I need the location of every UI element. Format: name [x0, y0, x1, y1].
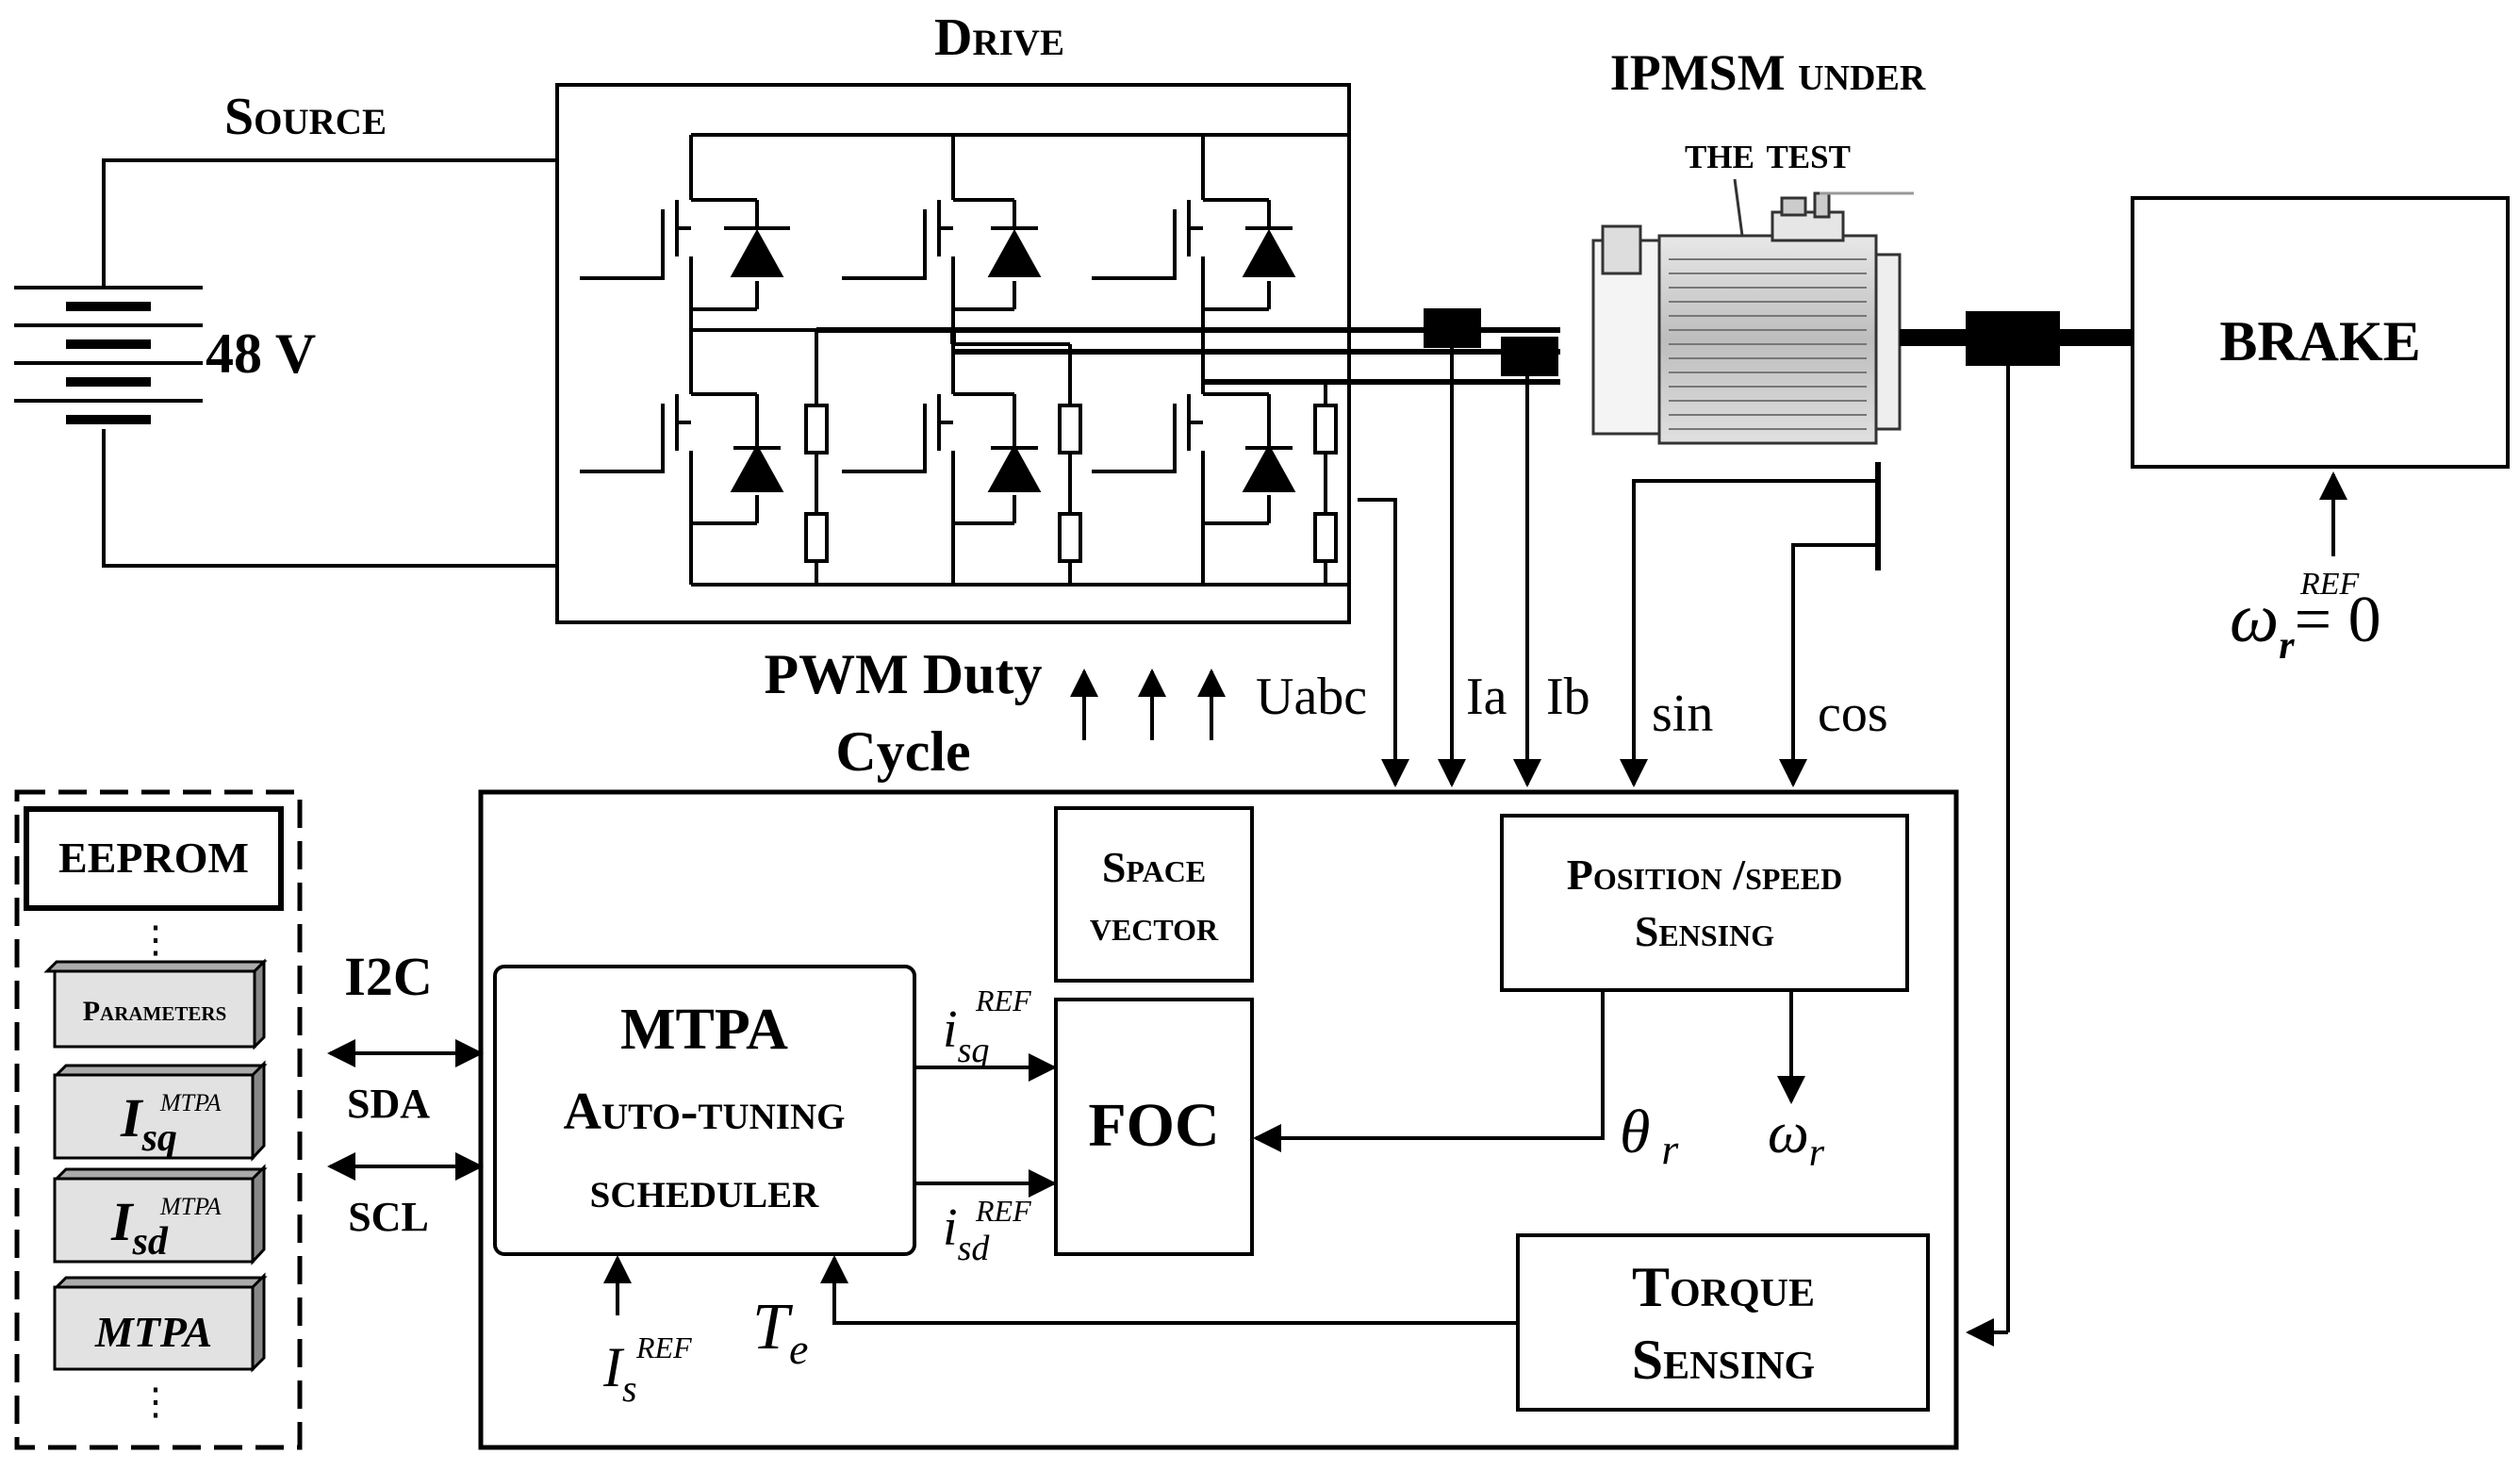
signal-lines: [1070, 345, 1881, 787]
svg-text:Isd: Isd: [110, 1191, 169, 1264]
pwm-label-line1: PWM Duty: [765, 643, 1043, 705]
battery-icon: [14, 286, 203, 424]
isq-mtpa-block: Isq MTPA: [53, 1060, 268, 1162]
isd-ref-main: i: [943, 1198, 958, 1257]
brake-title: BRAKE: [2219, 310, 2420, 372]
isq-sub: sq: [141, 1116, 177, 1160]
omega-main: ω: [1768, 1101, 1809, 1165]
isq-ref-sub: sq: [958, 1031, 990, 1070]
controller-box: [478, 789, 1959, 1450]
brake-ref-sup: REF: [2299, 567, 2361, 602]
isd-ref-sup: REF: [975, 1194, 1031, 1228]
svg-text:isd: isd: [943, 1198, 990, 1268]
position-sensing-line2: Sensing: [1635, 907, 1774, 955]
current-sensor-b: [1501, 337, 1558, 376]
position-sensing-box: [1500, 814, 1909, 992]
is-ref-sub: s: [622, 1367, 637, 1410]
mtpa-scheduler-line2: Auto-tuning: [564, 1083, 846, 1141]
isq-main: I: [120, 1087, 144, 1149]
omega-sub: r: [2279, 624, 2295, 668]
isd-main: I: [110, 1191, 135, 1252]
inverter-leg-3: [1092, 135, 1338, 585]
svg-text:ωr: ωr: [1768, 1101, 1825, 1175]
isq-ref-main: i: [943, 1000, 958, 1059]
sda-label: SDA: [347, 1081, 430, 1127]
i2c-bus: [327, 1039, 484, 1181]
te-main: T: [752, 1291, 794, 1364]
inverter-leg-1: [580, 135, 829, 585]
memory-block: EEPROM ⋮ Parameters Isq MTPA Isd MTPA: [14, 789, 303, 1450]
is-ref-main: I: [602, 1336, 625, 1398]
space-vector-box: [1054, 806, 1254, 983]
memory-dashed-border: [14, 789, 303, 1450]
mtpa-scheduler-line1: MTPA: [620, 998, 788, 1062]
controller: MTPA Auto-tuning scheduler Space vector …: [478, 789, 1959, 1450]
eeprom-box: [24, 806, 284, 911]
memory-dots-bottom: ⋮: [137, 1380, 174, 1423]
phase-wires: [816, 308, 1560, 385]
torque-sensor-coupling: [1966, 311, 2060, 366]
brake-box: [2131, 196, 2510, 469]
space-vector-line2: vector: [1090, 901, 1219, 950]
cos-label: cos: [1818, 685, 1888, 743]
i2c-label: I2C: [344, 946, 432, 1007]
memory-dots-top: ⋮: [137, 918, 174, 961]
torque-sensing-line2: Sensing: [1632, 1329, 1815, 1391]
drive-title: Drive: [934, 8, 1064, 67]
isd-sup: MTPA: [159, 1193, 222, 1220]
mtpa-table-block: MTPA: [53, 1272, 268, 1373]
pwm-label-line2: Cycle: [835, 720, 970, 783]
motor-icon: [1591, 178, 1914, 445]
svg-text:θr: θr: [1620, 1098, 1679, 1173]
ipmsm-motor: IPMSM under the test: [1591, 44, 1926, 445]
brake-ref-omega: ωr= 0: [2230, 580, 2381, 668]
uabc-label: Uabc: [1256, 668, 1367, 726]
mtpa-scheduler-box: [493, 965, 916, 1256]
is-ref-sup: REF: [635, 1331, 692, 1364]
current-sensor-a: [1424, 308, 1481, 348]
ia-label: Ia: [1466, 668, 1507, 726]
svg-text:isq: isq: [943, 1000, 989, 1070]
motor-title-line2: the test: [1685, 125, 1851, 178]
drive-inverter: Drive: [555, 8, 1351, 624]
foc-label: FOC: [1088, 1091, 1219, 1160]
parameters-block: Parameters: [43, 958, 268, 1050]
motor-title-line1: IPMSM under: [1610, 44, 1926, 101]
mtpa-scheduler-line3: scheduler: [590, 1161, 820, 1219]
theta-main: θ: [1620, 1098, 1650, 1166]
svg-text:Te: Te: [752, 1291, 808, 1373]
controller-wires: [603, 990, 1805, 1325]
isq-sup: MTPA: [159, 1089, 222, 1116]
space-vector-line1: Space: [1102, 843, 1206, 891]
source-voltage: 48 V: [206, 322, 316, 385]
omega-symbol: ω: [2230, 580, 2279, 657]
svg-text:Isq: Isq: [120, 1087, 177, 1160]
eeprom-label: EEPROM: [58, 834, 249, 882]
isq-ref-sup: REF: [975, 983, 1031, 1017]
parameters-label: Parameters: [83, 996, 227, 1027]
shaft: [1900, 311, 2133, 1347]
battery-source: Source 48 V: [14, 88, 557, 568]
theta-sub: r: [1661, 1125, 1679, 1173]
te-sub: e: [789, 1325, 808, 1373]
mtpa-table-label: MTPA: [94, 1308, 212, 1356]
inverter-leg-2: [842, 135, 1082, 585]
isd-mtpa-block: Isd MTPA: [53, 1164, 268, 1265]
omega-sub-r: r: [1809, 1132, 1825, 1175]
isd-sub: sd: [132, 1220, 169, 1264]
position-sensing-line1: Position /speed: [1567, 851, 1842, 899]
svg-text:Is: Is: [602, 1336, 637, 1410]
torque-sensing-line1: Torque: [1632, 1256, 1815, 1318]
foc-box: [1054, 998, 1254, 1256]
ib-label: Ib: [1546, 668, 1590, 726]
isd-ref-sub: sd: [958, 1229, 991, 1268]
sin-label: sin: [1652, 685, 1713, 743]
omega-ref-value: = 0: [2295, 584, 2381, 656]
scl-label: SCL: [348, 1194, 429, 1240]
source-title: Source: [224, 88, 387, 146]
brake: BRAKE ωr= 0 REF: [2131, 196, 2510, 668]
